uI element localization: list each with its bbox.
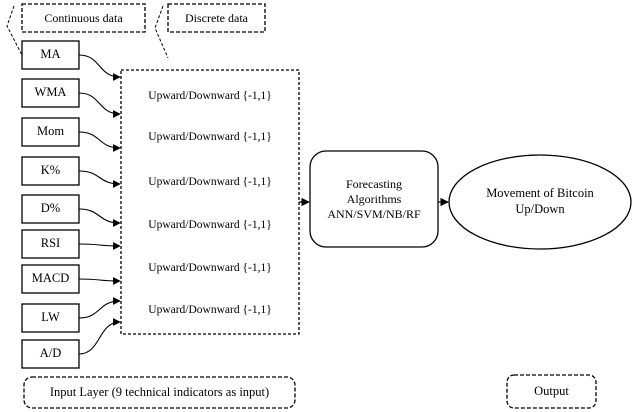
indicator-label-lw: LW bbox=[41, 310, 60, 325]
connector-arrow-ma bbox=[78, 54, 121, 81]
discrete-data-label: Discrete data bbox=[185, 10, 248, 25]
continuous-data-pointer bbox=[6, 5, 23, 56]
input-layer-footer-box bbox=[23, 376, 296, 409]
output-label: Output bbox=[534, 383, 569, 398]
forecasting-algorithms-box bbox=[309, 150, 439, 248]
output-line-2: Up/Down bbox=[515, 202, 565, 216]
connector-arrow-d-percent bbox=[78, 208, 121, 227]
algorithms-line-1: Forecasting bbox=[346, 176, 402, 191]
connector-arrow-rsi bbox=[78, 242, 121, 250]
input-layer-label: Input Layer (9 technical indicators as i… bbox=[49, 384, 270, 399]
output-footer-box bbox=[506, 374, 597, 409]
connector-arrow-wma bbox=[78, 92, 121, 118]
continuous-data-label: Continuous data bbox=[44, 10, 123, 25]
discrete-value-label-1: Upward/Downward {-1,1} bbox=[148, 89, 272, 102]
discrete-data-header-box bbox=[167, 3, 266, 33]
connector-arrow-macd bbox=[78, 277, 121, 285]
indicator-label-d-percent: D% bbox=[40, 201, 61, 216]
indicator-label-ma: MA bbox=[40, 47, 61, 62]
indicator-box-ad bbox=[21, 339, 80, 369]
indicator-box-macd bbox=[21, 264, 80, 294]
algorithms-line-3: ANN/SVM/NB/RF bbox=[327, 206, 421, 221]
output-ellipse bbox=[448, 154, 632, 250]
indicator-label-k-percent: K% bbox=[40, 163, 61, 178]
indicator-label-wma: WMA bbox=[34, 85, 67, 100]
indicator-label-macd: MACD bbox=[31, 271, 70, 286]
connector-arrow-lw bbox=[78, 297, 121, 319]
indicator-label-mom: Mom bbox=[36, 124, 65, 139]
continuous-data-header-box bbox=[21, 3, 146, 33]
discrete-value-label-3: Upward/Downward {-1,1} bbox=[148, 175, 272, 188]
discrete-value-label-6: Upward/Downward {-1,1} bbox=[148, 303, 272, 316]
algorithms-text: Forecasting Algorithms ANN/SVM/NB/RF bbox=[310, 151, 438, 247]
indicator-box-ma bbox=[21, 40, 80, 70]
indicator-box-d-percent bbox=[21, 194, 80, 224]
discrete-data-container bbox=[120, 69, 300, 335]
algorithms-line-2: Algorithms bbox=[346, 191, 402, 206]
output-text: Movement of Bitcoin Up/Down bbox=[449, 155, 631, 249]
discrete-value-label-4: Upward/Downward {-1,1} bbox=[148, 218, 272, 231]
indicator-label-rsi: RSI bbox=[40, 236, 61, 251]
discrete-value-label-5: Upward/Downward {-1,1} bbox=[148, 261, 272, 274]
connector-arrow-k-percent bbox=[78, 170, 121, 188]
connector-arrow-mom bbox=[78, 131, 121, 152]
indicator-label-ad: A/D bbox=[39, 346, 62, 361]
discrete-value-label-2: Upward/Downward {-1,1} bbox=[148, 130, 272, 143]
indicator-box-mom bbox=[21, 117, 80, 147]
output-line-1: Movement of Bitcoin bbox=[486, 186, 594, 201]
connector-arrow-ad bbox=[78, 318, 121, 355]
discrete-data-pointer bbox=[154, 5, 169, 59]
